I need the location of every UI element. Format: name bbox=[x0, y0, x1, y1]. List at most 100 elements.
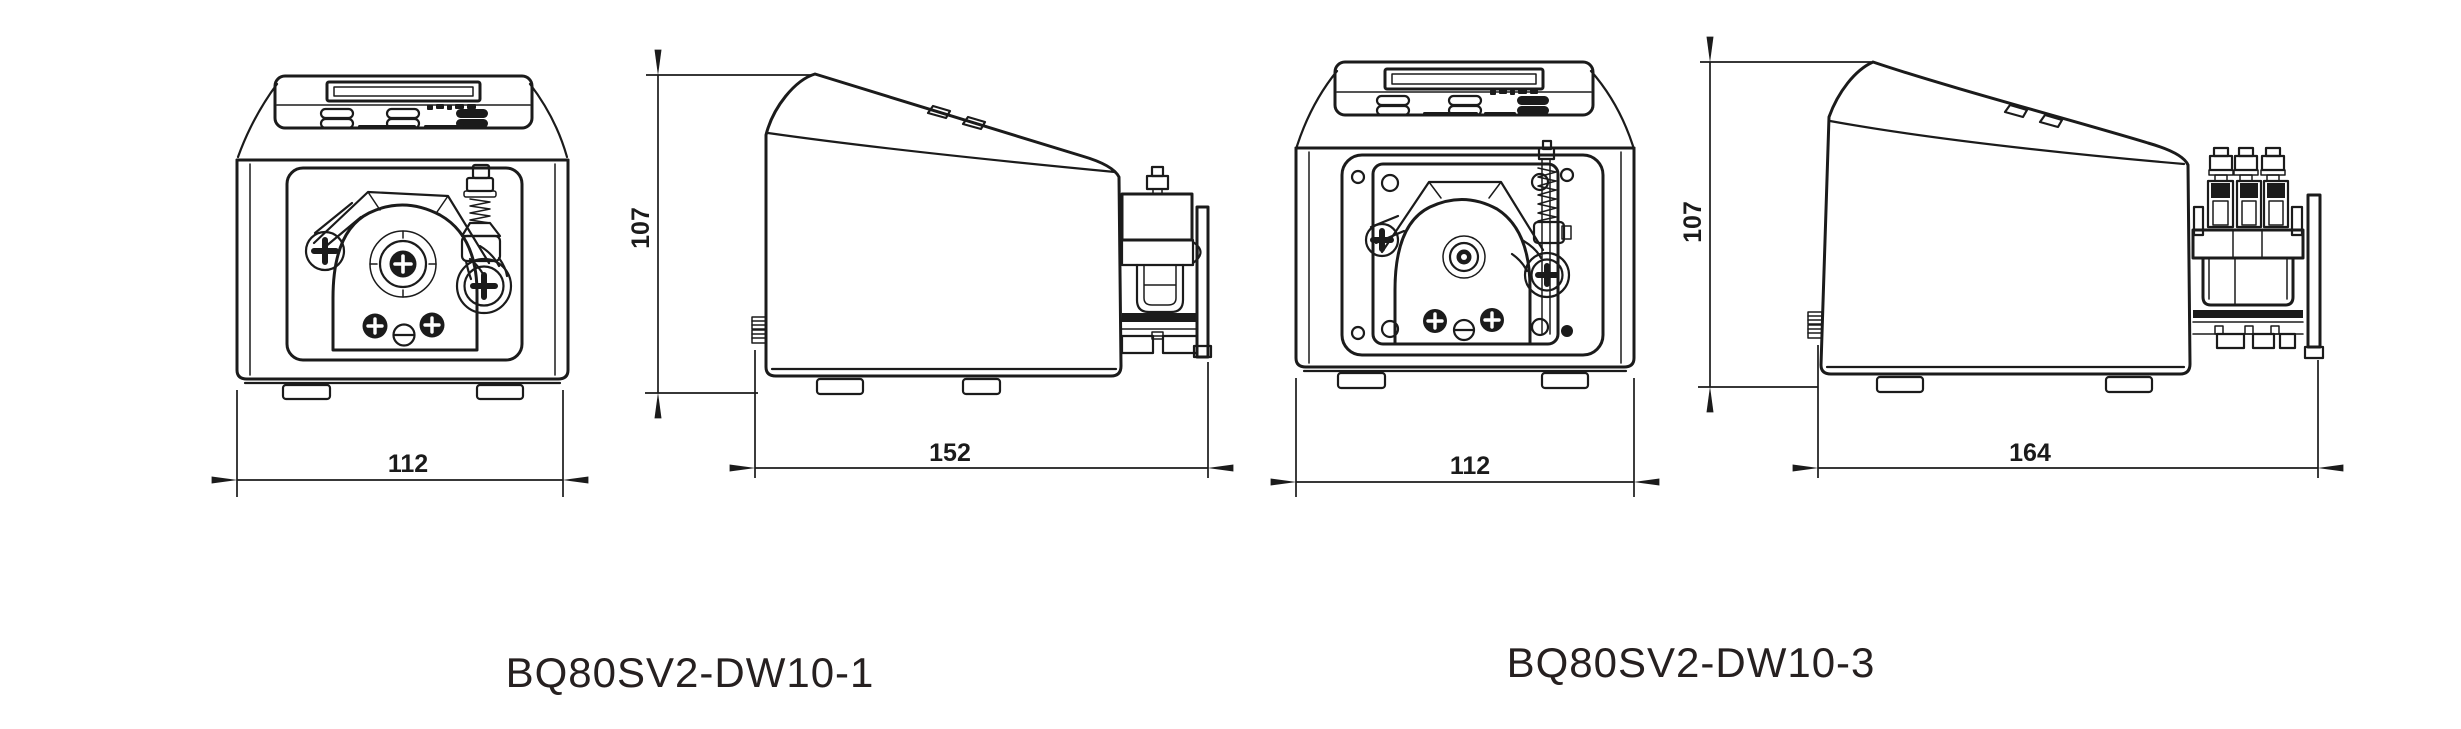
dim-width-pump2: 112 bbox=[1450, 452, 1490, 480]
dim-height-pump2: 107 bbox=[1679, 201, 1707, 243]
tube-fitting bbox=[460, 163, 509, 281]
hood-flare-right bbox=[1589, 69, 1635, 148]
extension-lines bbox=[236, 390, 564, 497]
screw-left-icon bbox=[1364, 222, 1400, 258]
slotted-screw-icon bbox=[392, 323, 416, 347]
model-label-pump1: BQ80SV2-DW10-1 bbox=[506, 649, 875, 696]
base-tab-2 bbox=[2251, 332, 2276, 350]
extension-lines bbox=[754, 350, 1209, 478]
hood-flare-left bbox=[1295, 69, 1339, 148]
pump2-pump-head bbox=[1364, 139, 1572, 346]
screw-right-icon bbox=[1523, 251, 1571, 299]
pump1-width-dimension: 112 bbox=[211, 390, 589, 497]
recess-corner-holes bbox=[1350, 167, 1575, 341]
side-foot-left bbox=[815, 377, 865, 396]
head-shell bbox=[312, 190, 491, 265]
display-window bbox=[1383, 67, 1545, 91]
extension-lines bbox=[1295, 378, 1635, 497]
pump2-control-panel bbox=[1295, 60, 1635, 148]
thread-coil bbox=[469, 198, 491, 224]
panel-microtext-marks bbox=[1423, 89, 1538, 116]
pump1-side-head bbox=[1120, 165, 1213, 359]
base-tab-1 bbox=[2215, 332, 2246, 350]
side-clip-tabs bbox=[1807, 311, 1823, 339]
pump2-front-view: 112 bbox=[1270, 60, 1660, 497]
mounting-plate bbox=[1195, 205, 1210, 359]
pump1-pump-head bbox=[304, 163, 513, 352]
u-clamp-inner bbox=[1143, 264, 1177, 306]
side-foot-left bbox=[1875, 375, 1925, 394]
pump1-depth-dimension: 152 bbox=[729, 350, 1234, 478]
head-shell-facets bbox=[367, 191, 449, 213]
body-edge-highlights bbox=[1308, 151, 1622, 364]
base-tab-left bbox=[1120, 334, 1155, 355]
head-shell-facets bbox=[1428, 181, 1502, 199]
pump2-side-head bbox=[2191, 146, 2325, 360]
pump2-height-dimension: 107 bbox=[1679, 36, 1871, 413]
panel-button-right bbox=[456, 109, 488, 128]
pump1-side-view: 107 152 bbox=[627, 49, 1234, 478]
side-foot-right bbox=[961, 377, 1002, 396]
pump1-side-body bbox=[764, 72, 1123, 378]
model-label-pump2: BQ80SV2-DW10-3 bbox=[1507, 639, 1876, 686]
cartridge-row bbox=[2206, 179, 2290, 229]
pump2-body bbox=[1294, 146, 1636, 369]
side-foot-right bbox=[2104, 375, 2154, 394]
head-post-left bbox=[2192, 205, 2205, 237]
plate-foot bbox=[2303, 345, 2325, 360]
panel-microtext-marks bbox=[358, 104, 476, 129]
rail-band bbox=[1122, 313, 1197, 322]
dim-depth-pump2: 164 bbox=[2009, 439, 2051, 467]
side-clip-tabs bbox=[751, 316, 767, 344]
hood-flare-right bbox=[528, 82, 569, 159]
base-tab-right bbox=[1161, 334, 1199, 355]
extension-lines bbox=[645, 74, 813, 394]
spring-rod-fitting bbox=[1532, 139, 1572, 335]
extension-lines bbox=[1698, 61, 1871, 388]
pump1-head-recess bbox=[285, 166, 524, 362]
pump1-height-dimension: 107 bbox=[627, 49, 813, 419]
display-window bbox=[325, 80, 482, 103]
pump2-depth-dimension: 164 bbox=[1792, 345, 2344, 478]
side-button-bumps bbox=[926, 104, 987, 131]
head-dome bbox=[331, 203, 479, 352]
foot-right bbox=[475, 383, 525, 401]
rail-band bbox=[2193, 310, 2303, 318]
base-tab-3 bbox=[2278, 332, 2297, 350]
panel-button-left bbox=[1375, 94, 1411, 117]
pump1-body bbox=[235, 158, 570, 381]
pump1-front-view: 112 bbox=[211, 74, 589, 497]
dim-width-pump1: 112 bbox=[388, 450, 428, 478]
panel-button-right bbox=[1517, 96, 1549, 115]
screw-right-icon bbox=[455, 257, 513, 315]
spring-coil bbox=[1537, 167, 1557, 222]
bottom-screws bbox=[362, 312, 445, 347]
display-screen bbox=[1391, 73, 1537, 85]
pump2-width-dimension: 112 bbox=[1270, 378, 1660, 497]
plate-foot bbox=[1192, 344, 1213, 359]
extension-lines bbox=[1817, 345, 2319, 478]
u-clamp-outer bbox=[1135, 263, 1185, 314]
hood-flare-left bbox=[236, 82, 279, 159]
screw-left-icon bbox=[304, 230, 346, 272]
foot-left bbox=[1336, 371, 1387, 390]
side-seam-line bbox=[1828, 119, 2186, 166]
plate-corner-screws bbox=[1380, 172, 1550, 339]
body-edge-highlights bbox=[249, 163, 556, 376]
tube-fittings-row bbox=[2208, 146, 2286, 182]
bottom-screws bbox=[1423, 308, 1504, 342]
pump2-head-recess bbox=[1340, 153, 1605, 357]
rotor-hub-icon bbox=[1442, 235, 1486, 279]
head-block-upper bbox=[2191, 228, 2305, 260]
head-dome bbox=[1393, 197, 1532, 346]
side-button-bumps bbox=[2003, 103, 2064, 129]
panel-button-left bbox=[319, 107, 355, 130]
foot-left bbox=[281, 383, 332, 401]
side-seam-line bbox=[766, 131, 1117, 174]
dim-depth-pump1: 152 bbox=[929, 439, 971, 467]
head-shell bbox=[1380, 180, 1545, 254]
dim-height-pump1: 107 bbox=[627, 207, 655, 249]
head-block bbox=[1120, 192, 1194, 242]
